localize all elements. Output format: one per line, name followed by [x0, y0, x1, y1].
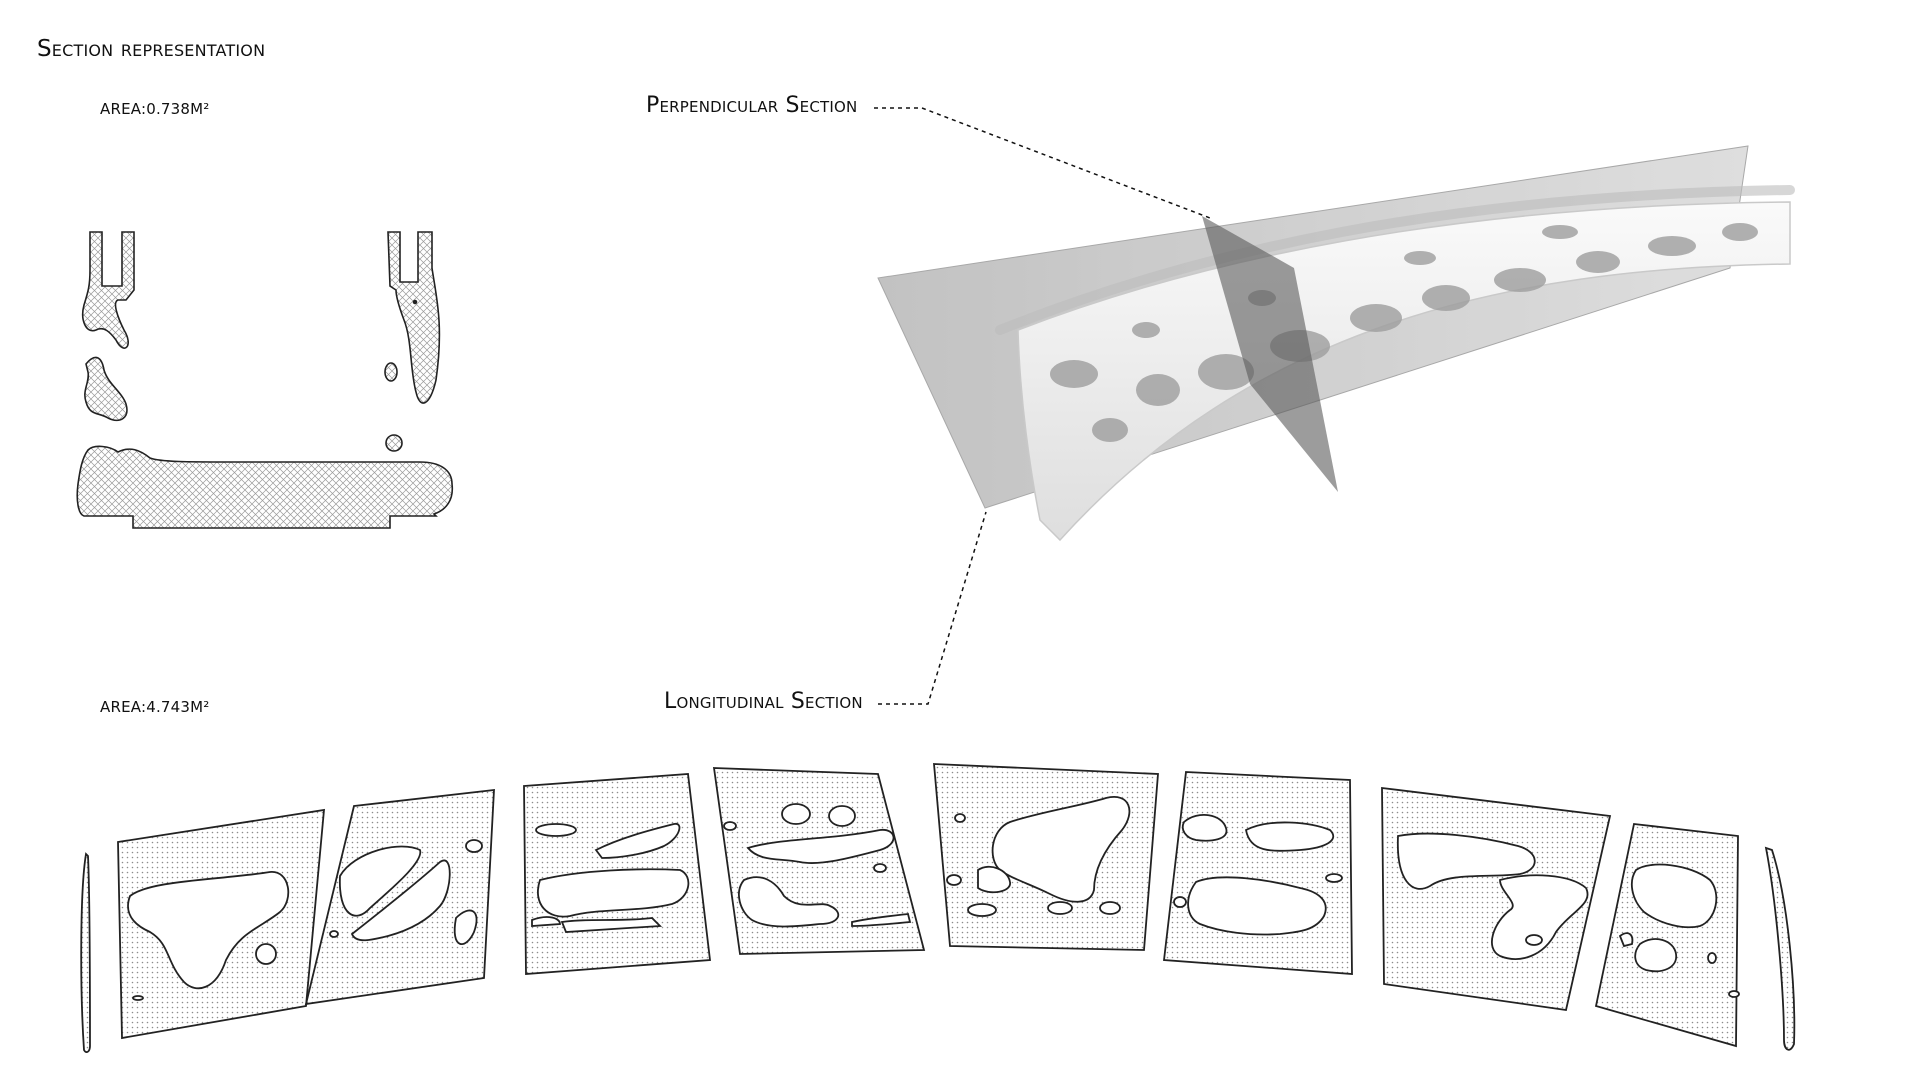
longitudinal-area-label: AREA:4.743M² — [100, 698, 210, 716]
longitudinal-panel-8 — [1594, 823, 1740, 1048]
longitudinal-leader — [878, 511, 987, 705]
perpendicular-leader — [874, 107, 1211, 219]
perpendicular-section-label: Perpendicular Section — [646, 93, 858, 118]
right-flange-top — [387, 231, 441, 404]
perpendicular-section-drawing — [76, 231, 454, 529]
right-flange-bubble-1 — [384, 362, 398, 382]
perpendicular-area-label: AREA:0.738M² — [100, 100, 210, 118]
right-flange-bubble-2 — [385, 434, 403, 452]
bottom-slab — [76, 445, 454, 529]
longitudinal-panel-1 — [117, 808, 326, 1040]
end-cap-left — [80, 852, 91, 1053]
longitudinal-section-label: Longitudinal Section — [664, 689, 863, 714]
leader-lines — [874, 107, 1211, 705]
longitudinal-panel-5 — [933, 763, 1159, 951]
longitudinal-panel-7 — [1381, 786, 1612, 1012]
left-flange-top — [81, 231, 135, 349]
longitudinal-panel-2 — [304, 788, 495, 1006]
end-cap-right — [1764, 846, 1796, 1051]
diagram-title: Section representation — [37, 36, 266, 62]
longitudinal-section-drawing — [80, 763, 1796, 1053]
perpendicular-section-plane — [1202, 216, 1338, 492]
beam-top-edge — [995, 185, 1795, 335]
right-flange-dot — [412, 299, 418, 305]
longitudinal-panel-6 — [1162, 771, 1353, 975]
left-flange-lower — [84, 356, 128, 422]
longitudinal-panel-4 — [712, 767, 926, 955]
longitudinal-panel-3 — [523, 773, 712, 975]
beam-body — [1017, 201, 1791, 542]
isometric-view — [877, 145, 1795, 542]
